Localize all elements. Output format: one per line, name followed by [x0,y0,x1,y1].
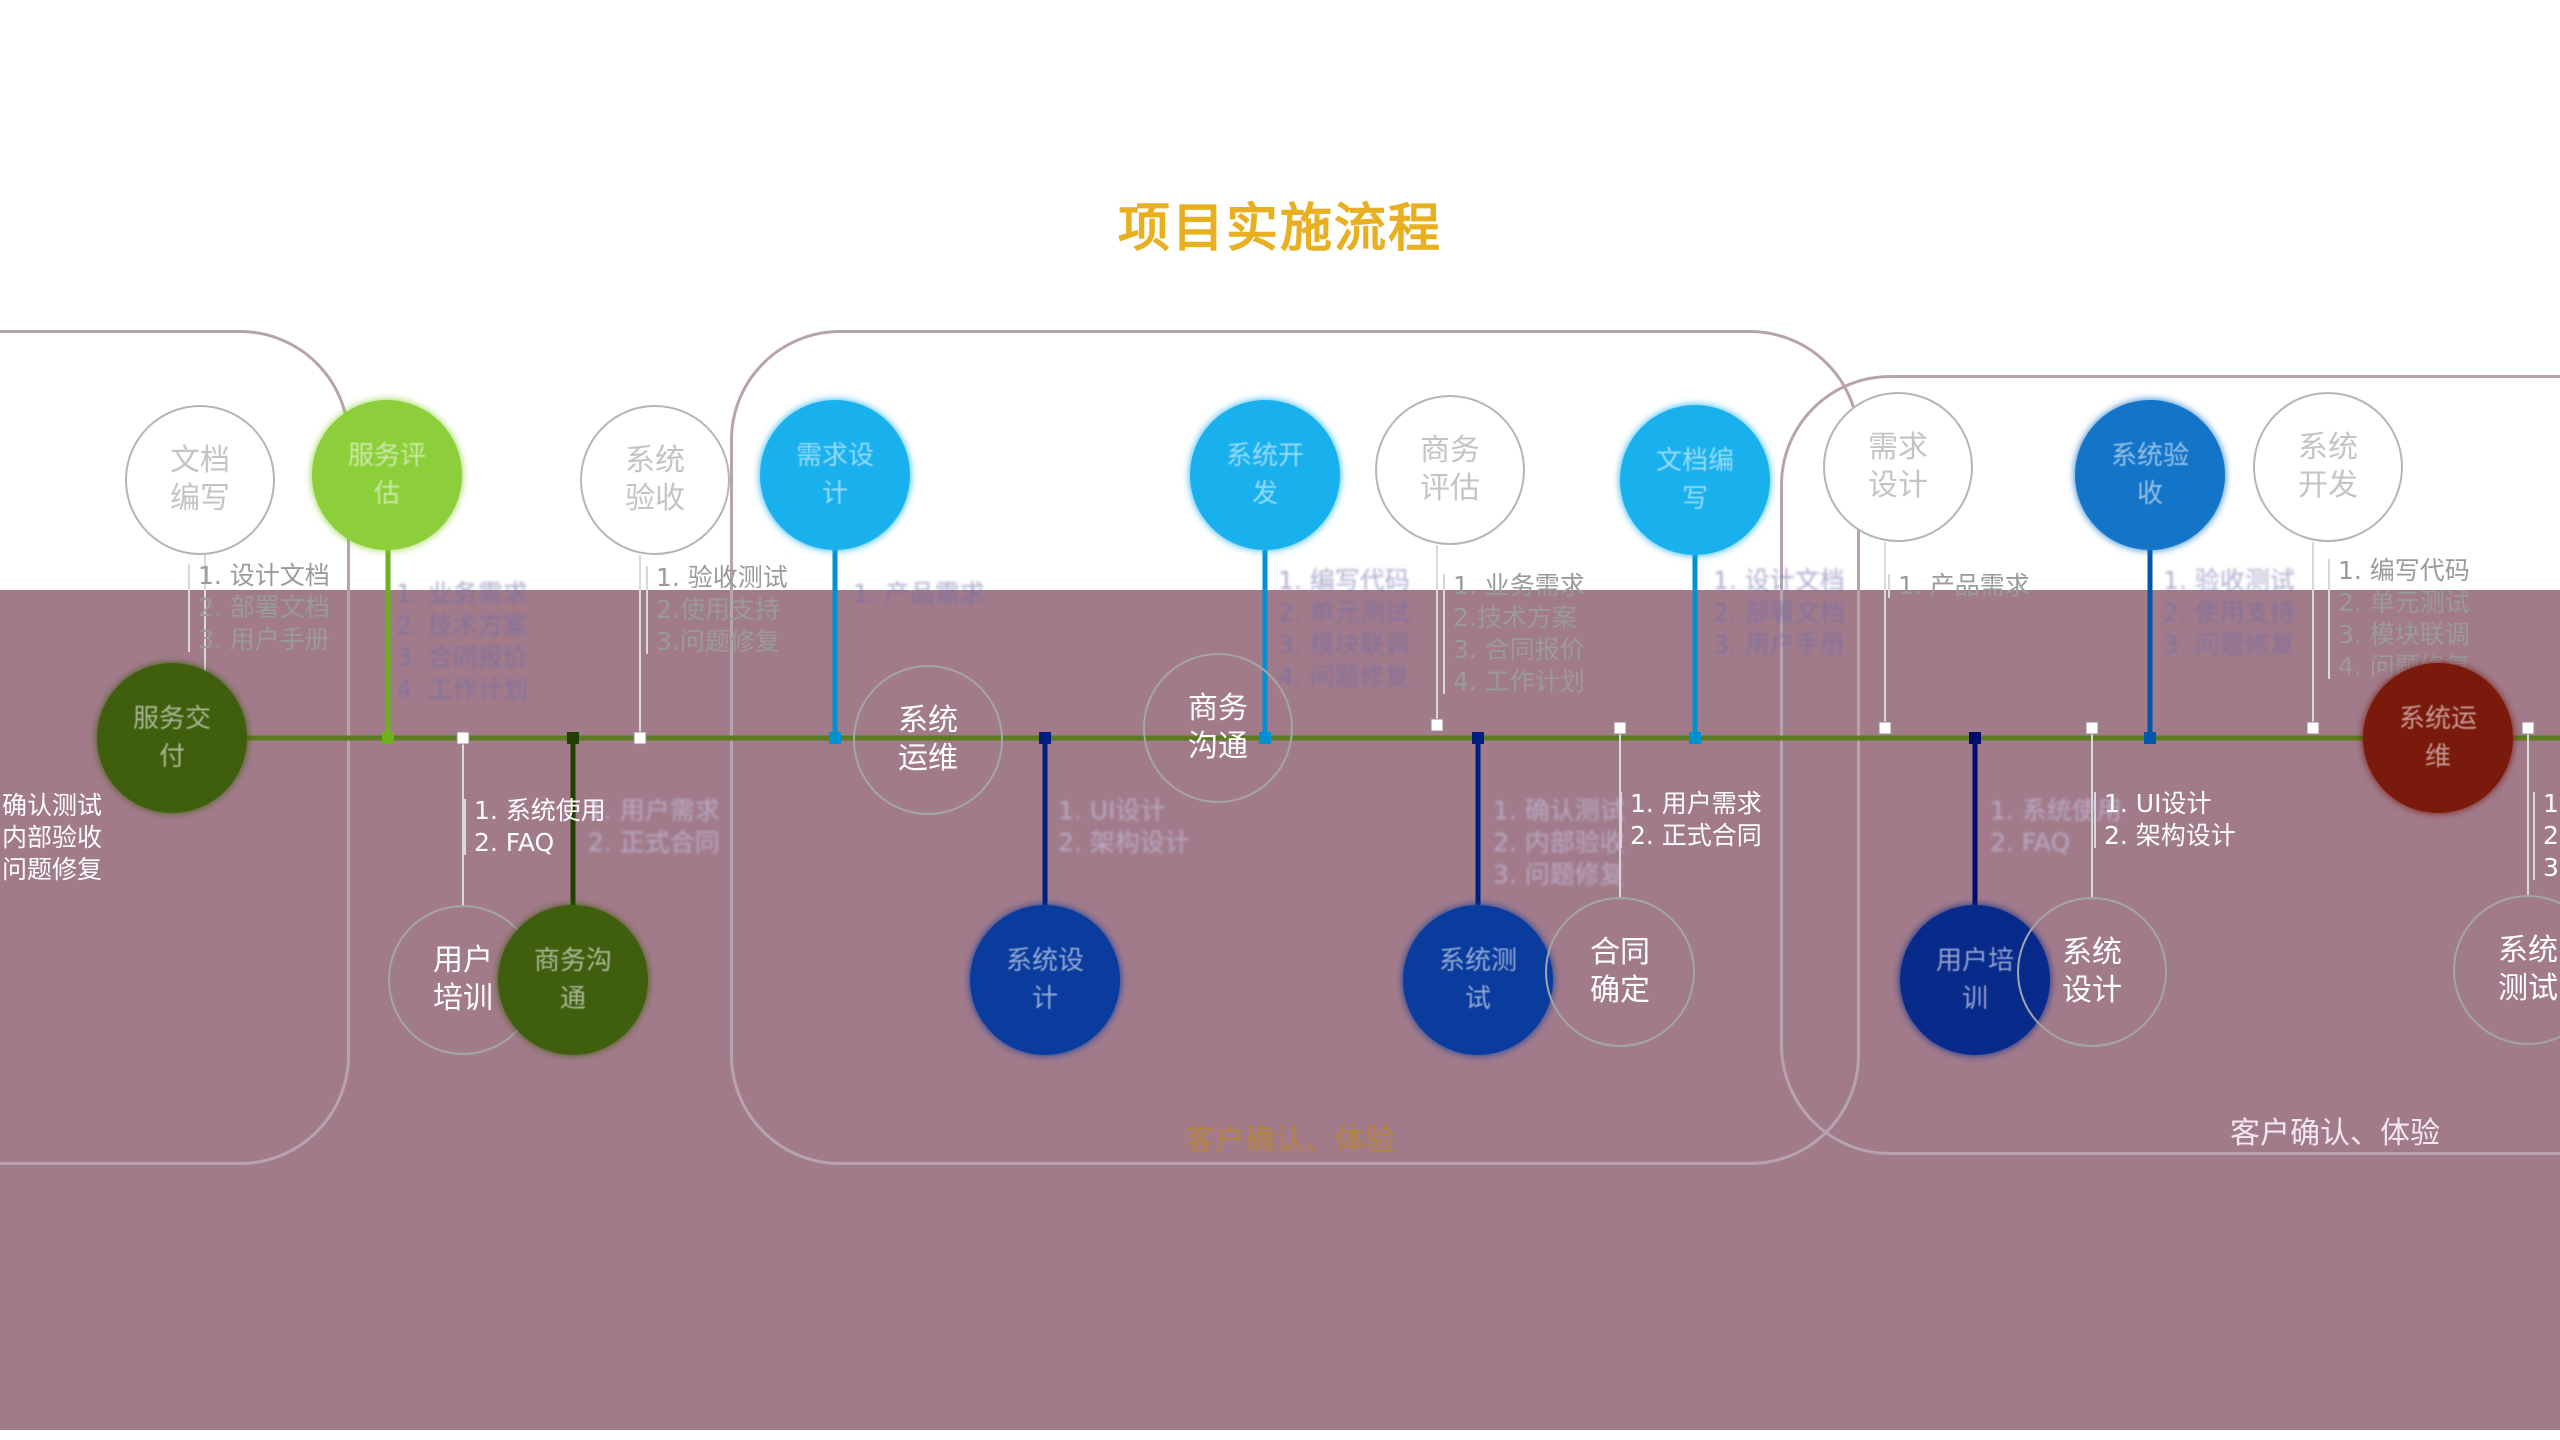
node-label: 系统验收 [2110,441,2189,509]
items-light-green-1: 1. 业务需求 2. 技术方案 3. 合同报价 4. 工作计划 [396,579,528,704]
items-system-test: 1. 2. 3. [2543,789,2560,882]
items-bracket-system-acceptance [646,566,648,654]
node-label: 系统开发 [1225,441,1304,509]
items-bracket-system-test [2533,792,2535,880]
axis-marker-contract-confirm [1613,721,1627,735]
items-deep-navy-1: 1. 系统使用 2. FAQ [1990,796,2122,857]
node-label: 商务评估 [1420,433,1480,506]
node-label: 系统运维 [2398,704,2477,772]
items-contract-confirm: 1. 用户需求 2. 正式合同 [1630,789,1762,850]
node-blue-1: 系统验收 [2075,400,2225,550]
axis-marker-deep-navy-1 [1969,732,1981,744]
node-cyan-3: 文档编写 [1620,405,1770,555]
node-label: 需求设计 [795,441,874,509]
items-bracket-system-design [2094,792,2096,848]
axis-marker-navy-1 [1039,732,1051,744]
axis-marker-light-green-1 [382,732,394,744]
axis-marker-navy-2 [1472,732,1484,744]
items-system-acceptance: 1. 验收测试 2.使用支持 3.问题修复 [656,563,788,656]
items-bracket-requirement-design [1888,574,1890,598]
items-bracket-user-training [464,799,466,855]
node-light-green-1: 服务评估 [312,400,462,550]
node-label: 需求设计 [1868,430,1928,503]
items-requirement-design: 1. 产品需求 [1898,571,2030,600]
items-cyan-2: 1. 编写代码 2. 单元测试 3. 模块联调 4. 问题修复 [1278,566,1410,691]
node-label: 系统验收 [625,443,685,516]
axis-marker-system-dev [2306,721,2320,735]
items-doc-writing: 1. 设计文档 2. 部署文档 3. 用户手册 [198,561,330,654]
node-system-acceptance: 系统验收 [580,405,730,555]
items-bracket-contract-confirm [1620,792,1622,848]
axis-marker-system-design [2085,721,2099,735]
middle-group-frame [730,330,1860,1165]
items-bracket-system-dev [2328,559,2330,679]
axis-marker-cyan-3 [1689,732,1701,744]
axis-marker-blue-1 [2144,732,2156,744]
items-navy-2: 1. 确认测试 2. 内部验收 3. 问题修复 [1493,796,1625,889]
node-cyan-2: 系统开发 [1190,400,1340,550]
node-dark-green-1: 服务交付 [97,663,247,813]
node-label: 商务沟通 [533,946,612,1014]
items-dark-green-2: 1. 用户需求 2. 正式合同 [588,796,720,857]
node-label: 文档编写 [1655,446,1734,514]
node-system-test: 系统测试 [2453,895,2560,1045]
left-clip-items: 确认测试 内部验收 问题修复 [2,791,103,884]
axis-marker-dark-green-2 [567,732,579,744]
page-title: 项目实施流程 [1117,199,1442,259]
axis-marker-system-acceptance [633,731,647,745]
axis-marker-system-test [2521,721,2535,735]
node-navy-1: 系统设计 [970,905,1120,1055]
items-cyan-1: 1. 产品需求 [853,579,985,608]
node-label: 系统设计 [1005,946,1084,1014]
items-business-eval: 1. 业务需求 2.技术方案 3. 合同报价 4. 工作计划 [1453,571,1585,696]
items-cyan-3: 1. 设计文档 2. 部署文档 3. 用户手册 [1713,566,1845,659]
node-label: 系统设计 [2062,935,2122,1008]
items-bracket-doc-writing [188,564,190,652]
node-label: 系统运维 [898,703,958,776]
node-cyan-1: 需求设计 [760,400,910,550]
left-group-frame [0,330,350,1165]
node-dark-green-2: 商务沟通 [498,905,648,1055]
items-navy-1: 1. UI设计 2. 架构设计 [1058,796,1190,857]
items-system-dev: 1. 编写代码 2. 单元测试 3. 模块联调 4. 问题修复 [2338,556,2470,681]
axis-marker-business-eval [1430,718,1444,732]
node-system-ops: 系统运维 [853,665,1003,815]
node-doc-writing: 文档编写 [125,405,275,555]
node-system-dev: 系统开发 [2253,392,2403,542]
node-business-eval: 商务评估 [1375,395,1525,545]
node-label: 文档编写 [170,443,230,516]
right-group-caption: 客户确认、体验 [2230,1116,2440,1151]
items-user-training: 1. 系统使用 2. FAQ [474,796,606,857]
items-blue-1: 1. 验收测试 2. 使用支持 3. 问题修复 [2163,566,2295,659]
node-label: 系统开发 [2298,430,2358,503]
node-requirement-design: 需求设计 [1823,392,1973,542]
node-label: 合同确定 [1590,935,1650,1008]
node-red-1: 系统运维 [2363,663,2513,813]
axis-marker-requirement-design [1878,721,1892,735]
node-label: 系统测试 [1438,946,1517,1014]
node-business-comm: 商务沟通 [1143,653,1293,803]
node-label: 系统测试 [2498,933,2558,1006]
node-label: 服务评估 [347,441,426,509]
node-label: 服务交付 [132,704,211,772]
node-label: 商务沟通 [1188,691,1248,764]
axis-marker-cyan-1 [829,732,841,744]
node-contract-confirm: 合同确定 [1545,897,1695,1047]
node-user-training: 用户培训 [388,905,538,1055]
middle-group-caption: 客户确认、体验 [1185,1123,1395,1158]
axis-marker-user-training [456,731,470,745]
node-system-design: 系统设计 [2017,897,2167,1047]
right-group-frame [1780,375,2560,1155]
items-bracket-business-eval [1443,574,1445,694]
node-label: 用户培训 [1935,946,2014,1014]
node-label: 用户培训 [433,943,493,1016]
node-navy-2: 系统测试 [1403,905,1553,1055]
items-system-design: 1. UI设计 2. 架构设计 [2104,789,2236,850]
